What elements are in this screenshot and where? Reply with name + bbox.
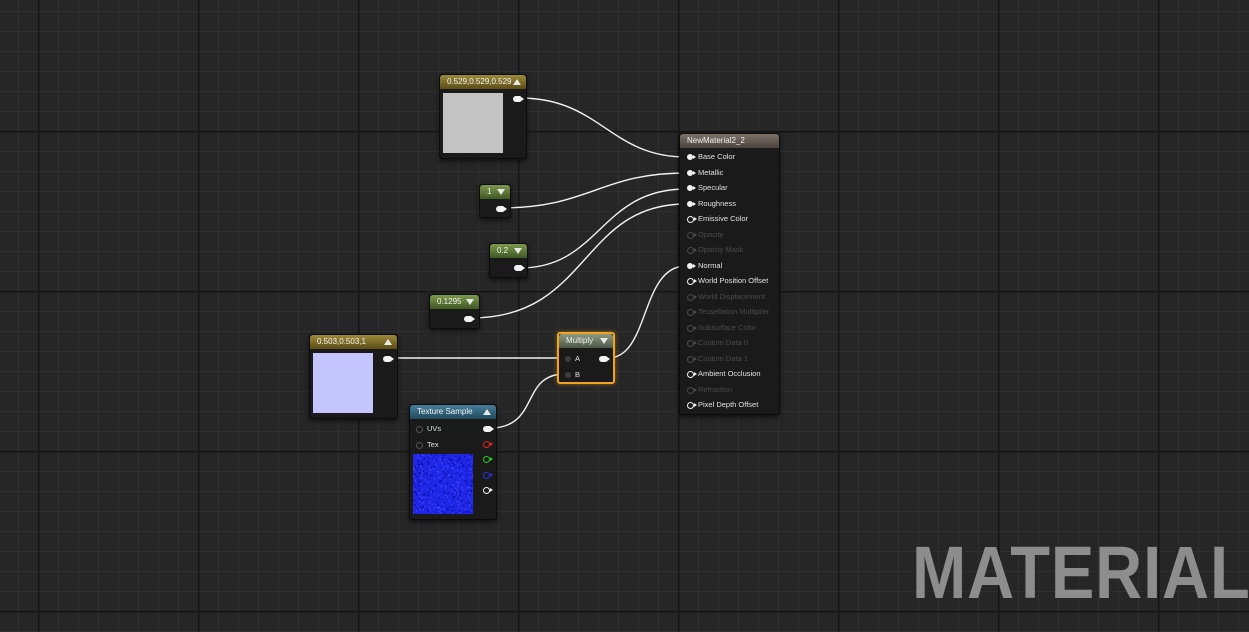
input-label-b: B	[575, 370, 581, 379]
result-pin-label: Emissive Color	[698, 214, 749, 223]
wire-gray-to-base-color	[519, 97, 687, 158]
node-header[interactable]: 0.529,0.529,0.529	[440, 75, 526, 89]
output-pin[interactable]	[464, 316, 475, 322]
node-title: 0.503,0.503,1	[317, 337, 366, 346]
texture-sample-node[interactable]: Texture Sample UVs Tex	[409, 404, 497, 520]
node-value: 0.1295	[437, 297, 462, 306]
result-pin-label: Base Color	[698, 152, 736, 161]
input-pin-2[interactable]	[687, 185, 696, 191]
result-pin-label: Subsurface Color	[698, 322, 756, 332]
color-preview-swatch	[313, 353, 373, 413]
input-label-a: A	[575, 354, 581, 363]
input-pin-tex[interactable]	[416, 442, 423, 449]
input-pin-13[interactable]	[687, 355, 697, 363]
input-pin-1[interactable]	[687, 169, 696, 176]
result-pin-label: Opacity Mask	[698, 245, 744, 254]
output-pin-blue[interactable]	[483, 472, 493, 479]
result-pin-label: Pixel Depth Offset	[698, 400, 759, 409]
node-header[interactable]: 1	[480, 185, 510, 199]
input-pin-3[interactable]	[687, 200, 696, 207]
output-pin[interactable]	[513, 96, 524, 102]
output-pin[interactable]	[514, 265, 525, 271]
expand-arrow-icon[interactable]	[497, 189, 505, 195]
input-pin-9[interactable]	[687, 293, 697, 301]
output-pin-rgb[interactable]	[483, 426, 494, 432]
node-header[interactable]: NewMaterial2_2	[680, 134, 779, 148]
input-label-tex: Tex	[427, 440, 439, 449]
output-pin[interactable]	[599, 356, 610, 362]
multiply-node[interactable]: Multiply A B	[557, 332, 615, 384]
scalar-constant-node-metallic[interactable]: 1	[479, 184, 511, 218]
result-pin-label: Opacity	[698, 229, 724, 239]
node-header[interactable]: Multiply	[559, 334, 613, 348]
scalar-constant-node-roughness[interactable]: 0.1295	[429, 294, 480, 329]
input-pin-14[interactable]	[687, 371, 697, 378]
input-pin-4[interactable]	[687, 216, 697, 223]
output-pin-green[interactable]	[483, 456, 493, 463]
output-pin-alpha[interactable]	[483, 487, 493, 494]
result-pin-label: Custom Data 0	[698, 338, 749, 347]
constant3-vector-node-gray[interactable]: 0.529,0.529,0.529	[439, 74, 527, 159]
node-value: 0.2	[497, 246, 509, 255]
expand-arrow-icon[interactable]	[600, 338, 608, 344]
input-pin-16[interactable]	[687, 402, 697, 409]
result-pin-label: Roughness	[698, 198, 736, 208]
input-pin-8[interactable]	[687, 278, 697, 285]
input-pin-11[interactable]	[687, 324, 697, 332]
result-pin-label: World Position Offset	[698, 276, 769, 285]
node-header[interactable]: 0.503,0.503,1	[310, 335, 397, 349]
node-header[interactable]: 0.1295	[430, 295, 479, 309]
node-header[interactable]: Texture Sample	[410, 405, 496, 419]
input-pin-15[interactable]	[687, 386, 697, 394]
input-pin-12[interactable]	[687, 340, 697, 347]
node-title: Multiply	[566, 336, 594, 345]
input-pin-uvs[interactable]	[416, 426, 423, 433]
result-pin-label: Ambient Occlusion	[698, 369, 761, 378]
input-pin-0[interactable]	[687, 154, 696, 160]
texture-preview	[413, 454, 473, 514]
result-pin-label: Metallic	[698, 167, 724, 177]
result-pin-label: Refraction	[698, 384, 733, 394]
result-pin-label: Custom Data 1	[698, 353, 749, 363]
output-pin[interactable]	[496, 206, 507, 212]
result-pin-label: Normal	[698, 260, 723, 270]
node-title: Texture Sample	[417, 407, 473, 416]
node-header[interactable]: 0.2	[490, 244, 527, 258]
input-label-uvs: UVs	[427, 424, 442, 433]
wire-multiply-to-normal	[607, 265, 687, 359]
input-pin-10[interactable]	[687, 309, 697, 316]
output-pin[interactable]	[383, 356, 394, 362]
node-title: 0.529,0.529,0.529	[447, 77, 512, 86]
result-pin-label: Tessellation Multiplier	[698, 307, 770, 316]
collapse-arrow-icon[interactable]	[384, 339, 392, 345]
input-pin-5[interactable]	[687, 231, 697, 239]
wire-texture-to-multiply-b	[489, 373, 566, 429]
collapse-arrow-icon[interactable]	[513, 79, 521, 85]
scalar-constant-node-specular[interactable]: 0.2	[489, 243, 528, 278]
expand-arrow-icon[interactable]	[466, 299, 474, 305]
output-pin-red[interactable]	[483, 441, 493, 448]
expand-arrow-icon[interactable]	[514, 248, 522, 254]
color-preview-swatch	[443, 93, 503, 153]
wire-specular	[519, 188, 687, 269]
watermark-text: MATERIAL	[912, 531, 1249, 614]
result-pin-label: Specular	[698, 183, 728, 192]
wire-metallic	[499, 172, 687, 209]
input-pin-a[interactable]	[565, 356, 571, 362]
node-title: NewMaterial2_2	[687, 136, 745, 145]
collapse-arrow-icon[interactable]	[483, 409, 491, 415]
input-pin-b[interactable]	[565, 372, 571, 378]
input-pin-7[interactable]	[687, 262, 696, 269]
node-value: 1	[487, 187, 492, 196]
constant3-vector-node-lavender[interactable]: 0.503,0.503,1	[309, 334, 398, 419]
result-pin-label: World Displacement	[698, 291, 765, 301]
input-pin-6[interactable]	[687, 247, 697, 254]
